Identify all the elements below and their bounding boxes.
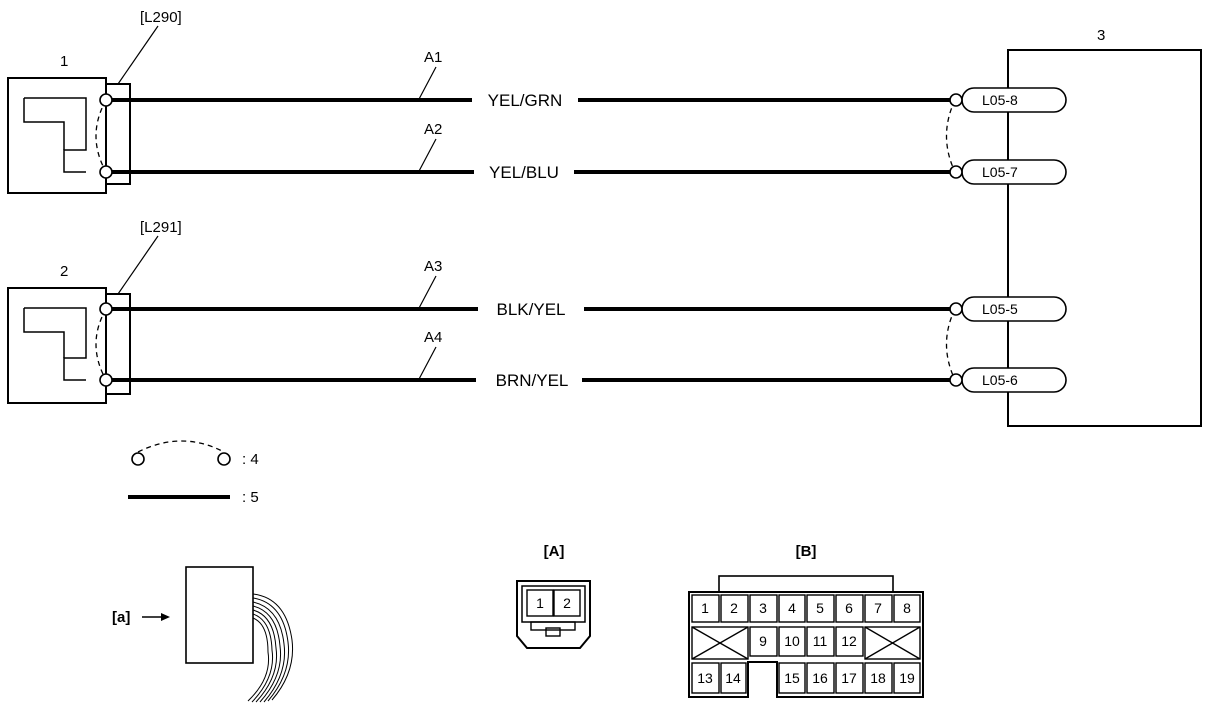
front-view-label: [a]	[112, 609, 130, 626]
wire-a4-color: BRN/YEL	[496, 371, 569, 390]
connector-b-pin-14: 14	[725, 670, 741, 686]
terminal-l05-6: L05-6	[949, 367, 1067, 393]
wire-a4: A4 BRN/YEL	[112, 329, 950, 390]
connector-b-pin-12: 12	[841, 633, 857, 649]
legend-wire-label: : 5	[242, 489, 259, 506]
ecu: 3	[1007, 27, 1202, 427]
connector-b-pin-19: 19	[899, 670, 915, 686]
wire-a2-color: YEL/BLU	[489, 163, 559, 182]
connector-b-title: [B]	[796, 543, 817, 560]
sensor-1-connector-label: [L290]	[140, 9, 182, 26]
terminal-l05-6-label: L05-6	[982, 372, 1018, 388]
wire-a1-color: YEL/GRN	[488, 91, 563, 110]
terminal-l05-7-label: L05-7	[982, 164, 1018, 180]
connector-b-pin-18: 18	[870, 670, 886, 686]
terminal-l05-5-label: L05-5	[982, 301, 1018, 317]
connector-b-pin-2: 2	[730, 600, 738, 616]
sensor-1: 1 [L290]	[7, 9, 182, 194]
connector-b-pin-5: 5	[816, 600, 824, 616]
connector-b-pin-3: 3	[759, 600, 767, 616]
wire-a3-color: BLK/YEL	[497, 300, 566, 319]
connector-b-pin-16: 16	[812, 670, 828, 686]
wire-a3-id: A3	[424, 258, 442, 275]
connector-a-pin-1: 1	[536, 595, 544, 611]
connector-b-pin-1: 1	[701, 600, 709, 616]
connector-b: [B]	[688, 543, 924, 698]
connector-b-pin-15: 15	[784, 670, 800, 686]
wire-a1: A1 YEL/GRN	[112, 49, 950, 110]
connector-b-pin-10: 10	[784, 633, 800, 649]
connector-a-title: [A]	[544, 543, 565, 560]
connector-b-pin-9: 9	[759, 633, 767, 649]
legend-twisted-pair-label: : 4	[242, 451, 259, 468]
front-view: [a]	[112, 566, 294, 703]
wire-a2-id: A2	[424, 121, 442, 138]
wire-harness-icon	[247, 593, 294, 703]
terminal-l05-5: L05-5	[949, 296, 1067, 322]
connector-b-pin-17: 17	[841, 670, 857, 686]
wire-a3: A3 BLK/YEL	[112, 258, 950, 319]
ecu-terminals: L05-8 L05-7 L05-5 L05-6	[945, 87, 1067, 393]
connector-a: [A] 1 2	[516, 543, 591, 649]
terminal-l05-7: L05-7	[949, 159, 1067, 185]
connector-b-pin-8: 8	[903, 600, 911, 616]
connector-b-pin-4: 4	[788, 600, 796, 616]
arrow-right-icon	[161, 613, 170, 621]
connector-b-pin-6: 6	[845, 600, 853, 616]
connector-a-pin-2: 2	[563, 595, 571, 611]
wire-a1-id: A1	[424, 49, 442, 66]
ecu-number: 3	[1097, 27, 1105, 44]
legend: : 4 : 5	[128, 440, 259, 506]
wire-a4-id: A4	[424, 329, 442, 346]
connector-b-pin-13: 13	[697, 670, 713, 686]
wire-a2: A2 YEL/BLU	[112, 121, 950, 182]
legend-twisted-pair: : 4	[131, 440, 259, 468]
sensor-2-connector-label: [L291]	[140, 219, 182, 236]
legend-wire: : 5	[128, 489, 259, 506]
terminal-l05-8-label: L05-8	[982, 92, 1018, 108]
connector-b-pin-11: 11	[813, 633, 828, 649]
sensor-2-number: 2	[60, 263, 68, 280]
sensor-1-number: 1	[60, 53, 68, 70]
terminal-l05-8: L05-8	[949, 87, 1067, 113]
connector-b-pin-7: 7	[874, 600, 882, 616]
